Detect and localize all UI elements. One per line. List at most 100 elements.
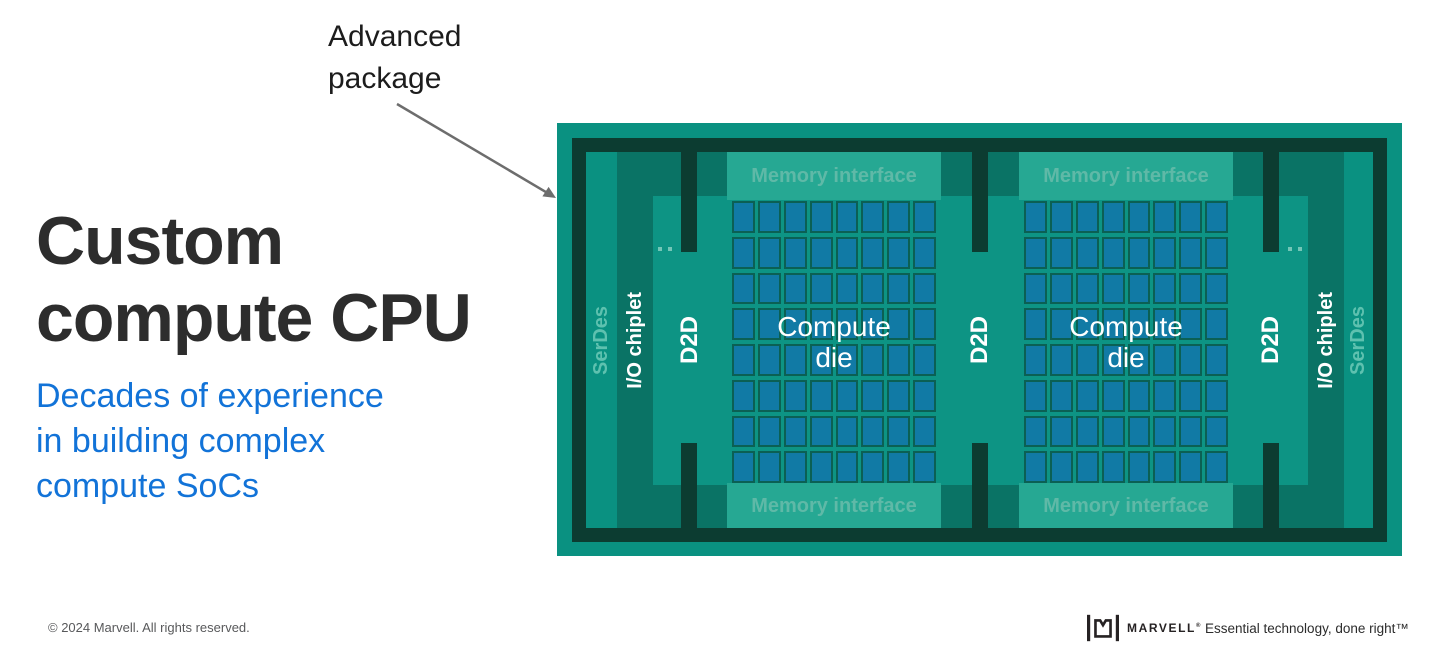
core-cell bbox=[757, 451, 781, 483]
core-cell bbox=[1153, 272, 1177, 305]
core-cell bbox=[1179, 308, 1203, 340]
core-cell bbox=[1127, 236, 1151, 269]
core-cell bbox=[913, 451, 936, 483]
memory-interface-bottom-1: Memory interface bbox=[727, 483, 941, 529]
annotation-line-1: Advanced bbox=[328, 20, 462, 53]
core-cell bbox=[1075, 308, 1099, 340]
core-cell bbox=[783, 236, 807, 269]
compute-die-label-2: Compute die bbox=[1019, 200, 1233, 483]
core-cell bbox=[861, 344, 885, 376]
core-cell bbox=[887, 379, 911, 412]
memory-interface-top-2: Memory interface bbox=[1019, 152, 1233, 200]
core-cell bbox=[809, 201, 833, 233]
core-cell bbox=[757, 272, 781, 305]
core-cell bbox=[1127, 379, 1151, 412]
core-cell bbox=[783, 379, 807, 412]
core-cell bbox=[913, 379, 936, 412]
memory-interface-label: Memory interface bbox=[751, 494, 917, 517]
core-cell bbox=[835, 308, 859, 340]
core-cell bbox=[1075, 451, 1099, 483]
core-cell bbox=[1179, 201, 1203, 233]
core-cell bbox=[887, 308, 911, 340]
core-cell bbox=[1075, 415, 1099, 448]
core-cell bbox=[887, 201, 911, 233]
core-cell bbox=[757, 344, 781, 376]
core-cell bbox=[809, 451, 833, 483]
core-cell bbox=[1127, 415, 1151, 448]
core-cell bbox=[1179, 236, 1203, 269]
compute-die-line-1: Compute bbox=[777, 310, 891, 342]
marvell-logo-icon bbox=[1087, 614, 1119, 642]
logo-text: MARVELL bbox=[1127, 621, 1196, 635]
core-cell bbox=[1049, 451, 1073, 483]
core-cell bbox=[1179, 415, 1203, 448]
core-cell bbox=[913, 272, 936, 305]
core-cell bbox=[835, 344, 859, 376]
core-cell bbox=[887, 415, 911, 448]
core-cell bbox=[732, 379, 755, 412]
core-cell bbox=[783, 201, 807, 233]
core-grid-2 bbox=[1024, 201, 1228, 483]
core-cell bbox=[1024, 415, 1047, 448]
core-cell bbox=[913, 201, 936, 233]
core-cell bbox=[1101, 415, 1125, 448]
core-cell bbox=[757, 308, 781, 340]
core-cell bbox=[1024, 308, 1047, 340]
core-cell bbox=[1101, 236, 1125, 269]
frame-tab bbox=[1263, 152, 1279, 252]
ellipsis-dot bbox=[1288, 247, 1292, 251]
core-cell bbox=[1205, 236, 1228, 269]
title-line-2: compute CPU bbox=[36, 280, 472, 356]
core-cell bbox=[783, 415, 807, 448]
core-cell bbox=[1024, 201, 1047, 233]
core-cell bbox=[861, 451, 885, 483]
core-cell bbox=[783, 344, 807, 376]
core-cell bbox=[1049, 308, 1073, 340]
core-cell bbox=[1179, 451, 1203, 483]
core-cell bbox=[1024, 344, 1047, 376]
title-line-1: Custom bbox=[36, 203, 284, 279]
core-cell bbox=[1179, 379, 1203, 412]
core-cell bbox=[1075, 272, 1099, 305]
core-cell bbox=[835, 201, 859, 233]
core-cell bbox=[1127, 451, 1151, 483]
core-cell bbox=[1205, 344, 1228, 376]
core-cell bbox=[835, 379, 859, 412]
package-frame bbox=[572, 138, 1387, 542]
core-cell bbox=[1153, 451, 1177, 483]
core-cell bbox=[1127, 344, 1151, 376]
core-cell bbox=[1024, 379, 1047, 412]
die-core-grid-zone-2 bbox=[1019, 200, 1233, 483]
page-title: Custom compute CPU bbox=[36, 203, 472, 357]
core-cell bbox=[1205, 201, 1228, 233]
core-cell bbox=[835, 236, 859, 269]
core-cell bbox=[732, 201, 755, 233]
core-cell bbox=[835, 272, 859, 305]
core-cell bbox=[1075, 344, 1099, 376]
subtitle-line-2: in building complex bbox=[36, 422, 326, 460]
core-cell bbox=[861, 415, 885, 448]
logo-trademark: ® bbox=[1195, 623, 1203, 629]
core-cell bbox=[1049, 201, 1073, 233]
core-cell bbox=[1024, 272, 1047, 305]
compute-die-label-1: Compute die bbox=[727, 200, 941, 483]
core-cell bbox=[1153, 415, 1177, 448]
core-cell bbox=[1127, 272, 1151, 305]
core-cell bbox=[783, 272, 807, 305]
core-cell bbox=[809, 308, 833, 340]
core-cell bbox=[835, 415, 859, 448]
core-cell bbox=[1205, 451, 1228, 483]
io-chiplet-left: I/O chiplet bbox=[617, 152, 653, 529]
memory-interface-label: Memory interface bbox=[1043, 494, 1209, 517]
core-cell bbox=[732, 451, 755, 483]
core-cell bbox=[1075, 236, 1099, 269]
page-subtitle: Decades of experience in building comple… bbox=[36, 374, 384, 509]
compute-die-line-2: die bbox=[1107, 341, 1145, 373]
compute-die-2: Memory interface Memory interface Comput… bbox=[1019, 152, 1233, 529]
core-cell bbox=[887, 451, 911, 483]
ellipsis-dot bbox=[1298, 247, 1302, 251]
core-cell bbox=[809, 379, 833, 412]
marvell-logotype: MARVELL® bbox=[1127, 621, 1202, 635]
ellipsis-dot bbox=[668, 247, 672, 251]
